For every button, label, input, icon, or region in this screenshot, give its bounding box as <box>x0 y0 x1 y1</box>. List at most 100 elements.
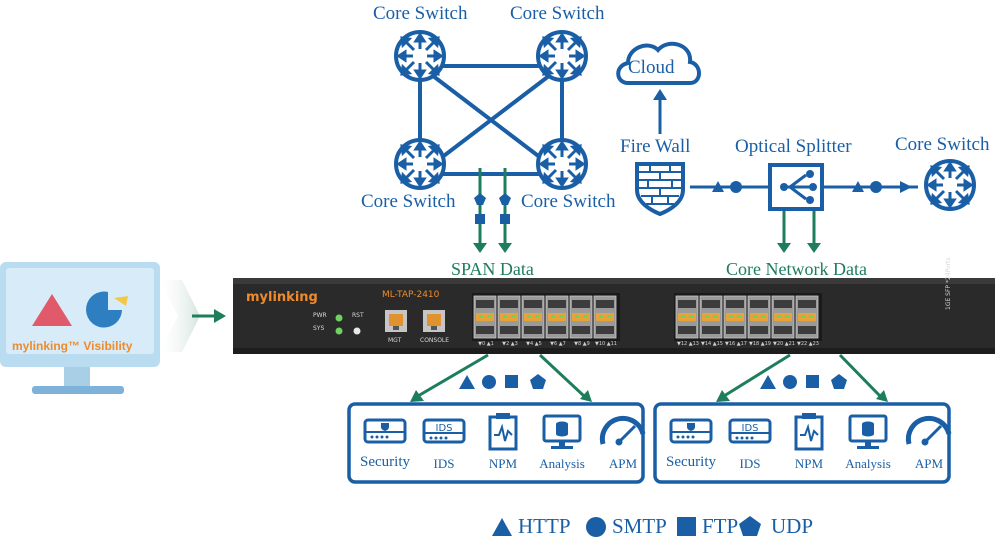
core-switch-icon <box>924 159 976 211</box>
core-network-arrows <box>777 211 821 253</box>
tool-label-npm: NPM <box>488 456 518 471</box>
sfp-port[interactable] <box>699 295 723 339</box>
security-appliance-icon <box>363 418 407 444</box>
core-switch-label: Core Switch <box>510 3 605 24</box>
pwr-label: PWR <box>313 312 327 319</box>
core-switch-label: Core Switch <box>521 191 616 212</box>
square-icon <box>677 517 696 536</box>
device-model: ML-TAP-2410 <box>382 290 440 300</box>
legend-smtp-label: SMTP <box>612 514 667 538</box>
device-side-text: 1GE SFP *24Ports <box>945 257 952 310</box>
rst-label: RST <box>352 312 364 319</box>
pwr-led <box>335 314 343 322</box>
port-number-label: ▼18 ▲19 <box>748 341 771 347</box>
monitor-brand-label: mylinking™ Visibility <box>12 339 133 353</box>
npm-icon <box>488 413 518 451</box>
span-arrows <box>473 168 512 253</box>
device-to-tools-arrows <box>410 353 888 402</box>
monitor-to-device-arrow <box>160 280 226 352</box>
pentagon-icon <box>739 516 761 536</box>
sfp-port[interactable] <box>497 295 521 339</box>
apm-icon <box>599 415 646 446</box>
triangle-icon <box>492 518 512 536</box>
firewall-splitter-link <box>690 181 768 193</box>
core-switch-label: Core Switch <box>895 134 990 155</box>
ids-icon: IDS <box>422 418 466 444</box>
device-brand-logo: mylinking <box>246 290 318 305</box>
protocol-shapes-left <box>459 374 546 389</box>
rst-button[interactable] <box>353 327 361 335</box>
analysis-icon <box>542 414 582 449</box>
port-number-label: ▼6 ▲7 <box>550 341 566 347</box>
tool-label-security: Security <box>360 454 410 470</box>
svg-text:IDS: IDS <box>742 423 759 434</box>
port-number-label: ▼10 ▲11 <box>594 341 617 347</box>
mgt-port[interactable] <box>385 310 407 332</box>
tool-label-apm: APM <box>608 456 638 471</box>
cloud-icon <box>616 41 701 134</box>
span-data-label: SPAN Data <box>451 259 534 279</box>
splitter-switch-link <box>824 181 918 193</box>
legend-http-label: HTTP <box>518 514 571 538</box>
sfp-port[interactable] <box>521 295 545 339</box>
sfp-port[interactable] <box>723 295 747 339</box>
core-switch-icon <box>394 30 446 82</box>
port-number-label: ▼8 ▲9 <box>574 341 590 347</box>
tool-label-ids: IDS <box>739 456 761 471</box>
firewall-label: Fire Wall <box>620 136 691 157</box>
optical-splitter-icon <box>768 163 824 211</box>
port-number-label: ▼4 ▲5 <box>526 341 542 347</box>
optical-splitter-label: Optical Splitter <box>735 136 852 157</box>
legend-ftp-label: FTP <box>702 514 739 538</box>
analysis-icon <box>848 414 888 449</box>
tool-label-ids: IDS <box>433 456 455 471</box>
tool-label-analysis: Analysis <box>845 456 891 471</box>
core-switch-icon <box>536 30 588 82</box>
sfp-port[interactable] <box>675 295 699 339</box>
sfp-port[interactable] <box>795 295 819 339</box>
apm-icon <box>905 415 952 446</box>
firewall-icon <box>635 162 685 217</box>
sfp-port[interactable] <box>545 295 569 339</box>
circle-icon <box>586 517 606 537</box>
monitor-icon <box>0 262 160 394</box>
protocol-shapes-right <box>760 374 847 389</box>
tool-label-analysis: Analysis <box>539 456 585 471</box>
sfp-port[interactable] <box>747 295 771 339</box>
ids-icon: IDS <box>728 418 772 444</box>
core-network-data-label: Core Network Data <box>726 259 867 279</box>
mgt-label: MGT <box>388 337 402 344</box>
console-label: CONSOLE <box>420 337 450 344</box>
sfp-port-group-right <box>674 293 822 341</box>
sfp-port-group-left <box>472 293 620 341</box>
security-appliance-icon <box>669 418 713 444</box>
sys-label: SYS <box>313 325 325 332</box>
port-number-label: ▼16 ▲17 <box>724 341 747 347</box>
core-switch-icon <box>536 138 588 190</box>
port-number-label: ▼2 ▲3 <box>502 341 518 347</box>
cloud-label: Cloud <box>628 57 675 78</box>
console-port[interactable] <box>423 310 445 332</box>
core-switch-label: Core Switch <box>373 3 468 24</box>
core-switch-label: Core Switch <box>361 191 456 212</box>
legend-udp-label: UDP <box>771 514 814 538</box>
sfp-port[interactable] <box>593 295 617 339</box>
port-number-label: ▼0 ▲1 <box>478 341 494 347</box>
port-number-label: ▼12 ▲13 <box>676 341 699 347</box>
npm-icon <box>794 413 824 451</box>
sfp-port[interactable] <box>771 295 795 339</box>
legend-shapes <box>492 516 761 537</box>
sys-led <box>335 327 343 335</box>
port-number-label: ▼14 ▲15 <box>700 341 723 347</box>
tool-icons: IDS IDS <box>363 413 952 451</box>
sfp-port[interactable] <box>569 295 593 339</box>
port-number-label: ▼22 ▲23 <box>796 341 819 347</box>
tool-label-npm: NPM <box>794 456 824 471</box>
svg-text:IDS: IDS <box>436 423 453 434</box>
tool-label-security: Security <box>666 454 716 470</box>
core-switch-icon <box>394 138 446 190</box>
tool-label-apm: APM <box>914 456 944 471</box>
port-number-label: ▼20 ▲21 <box>772 341 795 347</box>
sfp-port[interactable] <box>473 295 497 339</box>
